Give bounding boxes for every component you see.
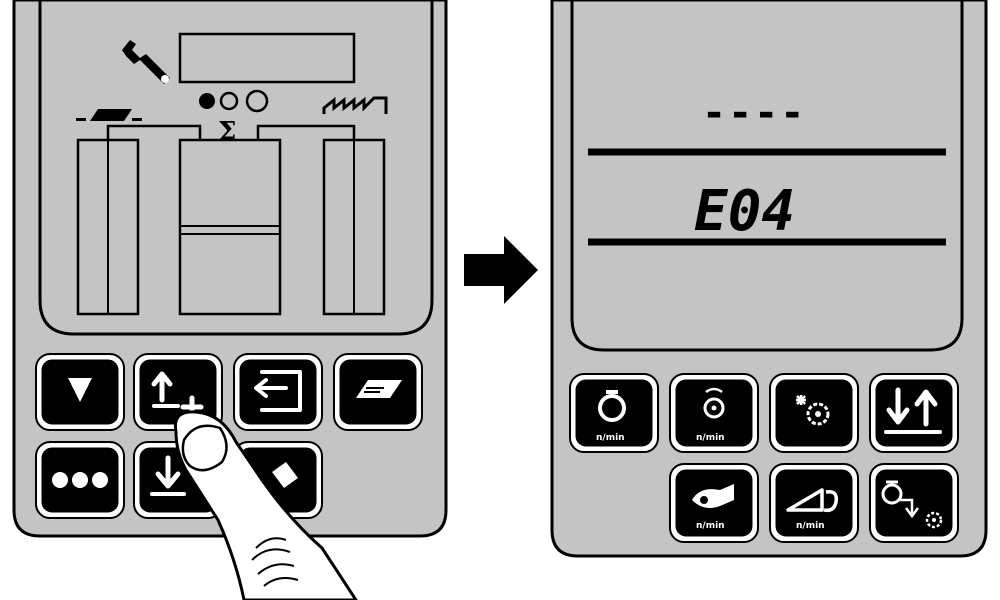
right-control-panel: ---- E04 n/min n/min	[550, 0, 988, 558]
rotor-speed-key-label: n/min	[696, 433, 725, 443]
display-dashes: ----	[702, 90, 806, 136]
return-key[interactable]	[233, 353, 323, 431]
return-arrow-icon	[254, 370, 302, 412]
drum-speed-key-label: n/min	[696, 521, 725, 531]
arrow-right-icon	[464, 236, 538, 304]
readout-box	[178, 32, 356, 84]
card-key[interactable]	[333, 353, 423, 431]
drum-speed-key[interactable]: n/min	[669, 463, 759, 543]
ground-speed-key[interactable]: n/min	[769, 463, 859, 543]
card-icon	[356, 380, 402, 398]
fuel-can-icon	[272, 462, 298, 488]
triangle-down-icon	[68, 378, 92, 402]
rotor-icon	[703, 387, 725, 419]
engine-icon	[598, 390, 626, 422]
slope-icon	[786, 488, 839, 513]
factory-roof-icon	[322, 96, 388, 114]
gear-star-key[interactable]	[769, 373, 859, 453]
left-control-panel: Σ	[12, 0, 448, 600]
three-dots-icon	[52, 472, 108, 488]
transmission-key[interactable]	[869, 463, 959, 543]
ground-speed-key-label: n/min	[796, 521, 825, 531]
field-icon	[76, 109, 142, 121]
pointing-finger-icon	[173, 410, 358, 600]
center-bar-gauge	[178, 138, 282, 316]
down-up-key[interactable]	[869, 373, 959, 453]
right-bar-gauge	[322, 138, 386, 316]
rotor-speed-key[interactable]: n/min	[669, 373, 759, 453]
engine-speed-key-label: n/min	[596, 433, 625, 443]
left-bar-gauge	[76, 138, 140, 316]
engine-speed-key[interactable]: n/min	[569, 373, 659, 453]
error-code: E04	[694, 179, 795, 244]
arrow-down-up-icon	[884, 387, 942, 434]
dots-key[interactable]	[35, 441, 125, 519]
wrench-icon	[122, 40, 170, 84]
gear-star-icon	[796, 395, 830, 426]
arrow-down-bar-icon	[150, 455, 186, 496]
indicator-dots	[199, 89, 269, 113]
drum-icon	[692, 484, 734, 508]
down-triangle-key[interactable]	[35, 353, 125, 431]
transmission-icon	[881, 480, 943, 529]
